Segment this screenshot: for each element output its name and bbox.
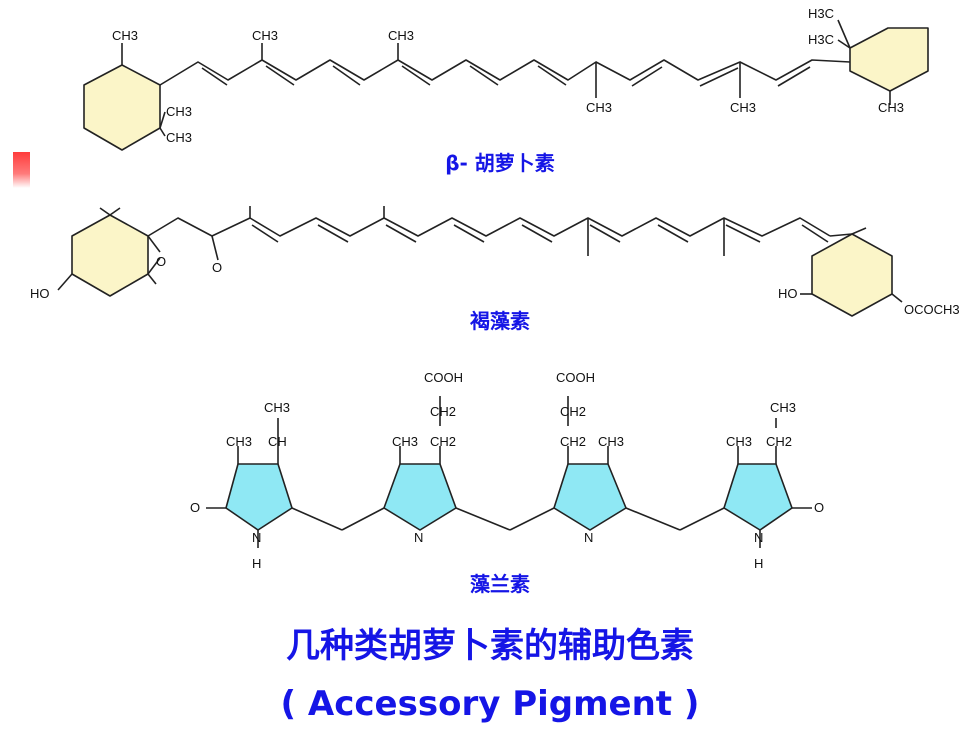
pyrrole-ring-2 [383, 463, 457, 531]
phyco-cooh-2: COOH [556, 370, 595, 385]
phyco-ch2-5: CH2 [766, 434, 792, 449]
beta-ch3-1: CH3 [112, 28, 138, 43]
slide-title-chinese: 几种类胡萝卜素的辅助色素 [286, 626, 694, 666]
phyco-o-left: O [190, 500, 200, 515]
phyco-o-right: O [814, 500, 824, 515]
fuco-right-ring [811, 233, 893, 317]
fuco-epoxide-o: O [156, 254, 166, 269]
beta-ch3-6: CH3 [586, 100, 612, 115]
fucoxanthin-structure [57, 206, 903, 317]
beta-carotene-structure [83, 19, 929, 151]
fuco-ester: OCOCH3 [904, 302, 960, 317]
fucoxanthin-label: 褐藻素 [470, 309, 530, 333]
beta-h3c-2: H3C [808, 32, 834, 47]
fuco-ho-right: HO [778, 286, 798, 301]
pyrrole-ring-1 [225, 463, 293, 531]
beta-ch3-5: CH3 [166, 130, 192, 145]
phyco-ch2-3: CH2 [430, 434, 456, 449]
beta-right-ring [849, 27, 929, 92]
phyco-n-4: N [754, 530, 763, 545]
beta-carotene-label: β- 胡萝卜素 [445, 151, 555, 175]
phyco-ch3-2: CH3 [392, 434, 418, 449]
fuco-keto-o: O [212, 260, 222, 275]
beta-ch3-3: CH3 [388, 28, 414, 43]
beta-left-ring [83, 64, 161, 151]
phyco-ch3-1: CH3 [226, 434, 252, 449]
beta-h3c-1: H3C [808, 6, 834, 21]
beta-ch3-4: CH3 [166, 104, 192, 119]
phyco-ch3-top1: CH3 [264, 400, 290, 415]
pyrrole-ring-3 [553, 463, 627, 531]
phyco-ch3-top2: CH3 [770, 400, 796, 415]
beta-ch3-2: CH3 [252, 28, 278, 43]
phyco-h-1: H [252, 556, 261, 571]
beta-ch3-7: CH3 [730, 100, 756, 115]
phyco-ch-1: CH [268, 434, 287, 449]
pyrrole-ring-4 [723, 463, 793, 531]
phyco-ch3-3: CH3 [598, 434, 624, 449]
phyco-cooh-1: COOH [424, 370, 463, 385]
phyco-ch2-1: CH2 [430, 404, 456, 419]
phyco-n-1: N [252, 530, 261, 545]
slide-title-english: ( Accessory Pigment ) [280, 684, 700, 724]
phyco-ch3-4: CH3 [726, 434, 752, 449]
fuco-ho-left: HO [30, 286, 50, 301]
phyco-ch2-2: CH2 [560, 404, 586, 419]
phyco-n-2: N [414, 530, 423, 545]
phyco-ch2-4: CH2 [560, 434, 586, 449]
beta-ch3-8: CH3 [878, 100, 904, 115]
phyco-h-4: H [754, 556, 763, 571]
phycocyanin-label: 藻兰素 [470, 572, 530, 596]
phycocyanin-structure [206, 396, 812, 548]
slide-accent-bar [13, 152, 30, 188]
fuco-left-ring [71, 214, 149, 297]
phyco-n-3: N [584, 530, 593, 545]
